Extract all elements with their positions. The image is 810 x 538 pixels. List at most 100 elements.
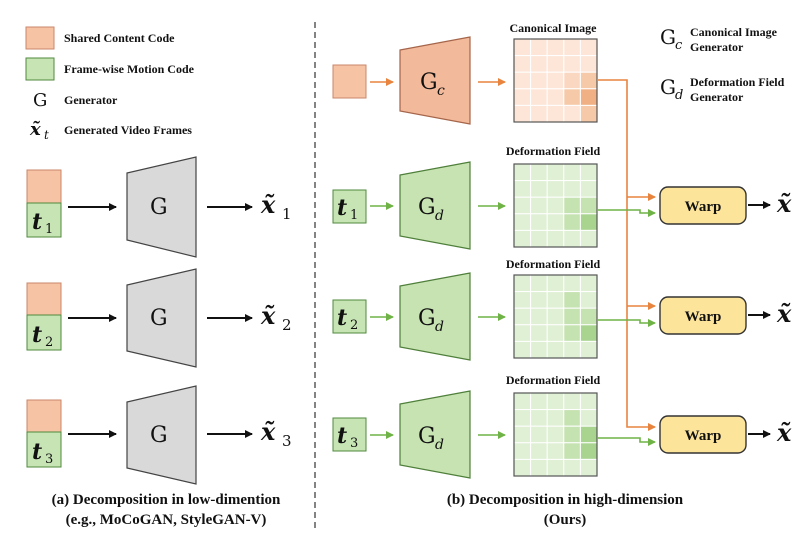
deformation-field-grid	[513, 392, 598, 477]
grid-cell	[563, 180, 581, 198]
panel-a-row-3: t 3 G x̃ 3	[26, 385, 292, 485]
motion-code-label: t	[337, 195, 347, 221]
generator-label: G	[150, 195, 168, 220]
motion-code-box	[332, 299, 367, 334]
panel-b-caption-2: (Ours)	[544, 512, 587, 528]
panel-a-caption-1: (a) Decomposition in low-dimention	[52, 492, 281, 508]
grid-cell	[530, 291, 548, 309]
grid-cell	[530, 55, 548, 73]
gd-sub: d	[435, 437, 444, 453]
grid-cell	[563, 392, 581, 411]
grid-cell	[563, 88, 581, 106]
grid-cell	[546, 196, 565, 215]
gd-sub: d	[435, 208, 444, 224]
motion-code-sub: 2	[350, 318, 358, 333]
grid-cell	[563, 274, 581, 293]
grid-cell	[579, 55, 598, 73]
gc-label: G	[420, 70, 438, 95]
grid-cell	[546, 104, 565, 123]
warp-block	[659, 296, 747, 335]
motion-code-box	[26, 202, 62, 238]
grid-cell	[563, 104, 581, 123]
grid-cell	[563, 425, 581, 444]
grid-cell	[563, 229, 581, 248]
grid-cell	[513, 274, 532, 293]
deformation-generator-block	[399, 390, 471, 479]
grid-cell	[513, 442, 532, 460]
grid-cell	[546, 392, 565, 411]
content-code-box	[26, 399, 62, 433]
generator-block	[126, 268, 197, 368]
grid-cell	[530, 229, 548, 248]
grid-border	[513, 163, 598, 248]
grid-cell	[546, 38, 565, 57]
grid-cell	[563, 55, 581, 73]
grid-cell	[579, 196, 598, 215]
grid-cell	[530, 409, 548, 427]
grid-cell	[530, 425, 548, 444]
deformation-row-2: Deformation Field t 2 G d Warp x̃	[332, 257, 792, 361]
grid-cell	[513, 458, 532, 477]
motion-code-box	[332, 189, 367, 224]
grid-cell	[563, 442, 581, 460]
grid-cell	[546, 55, 565, 73]
grid-cell	[546, 324, 565, 342]
grid-cell	[579, 442, 598, 460]
grid-cell	[530, 274, 548, 293]
grid-cell	[546, 229, 565, 248]
grid-cell	[579, 425, 598, 444]
grid-cell	[513, 229, 532, 248]
grid-cell	[579, 38, 598, 57]
arrow-green	[597, 437, 656, 446]
grid-cell	[579, 392, 598, 411]
grid-cell	[563, 324, 581, 342]
warp-label: Warp	[685, 199, 722, 215]
grid-cell	[530, 442, 548, 460]
motion-code-label: t	[337, 305, 347, 331]
grid-cell	[546, 274, 565, 293]
grid-cell	[579, 104, 598, 123]
grid-cell	[579, 274, 598, 293]
grid-cell	[579, 88, 598, 106]
motion-code-sub: 3	[350, 436, 358, 451]
deformation-field-grid	[513, 274, 598, 359]
grid-cell	[513, 392, 532, 411]
grid-cell	[546, 409, 565, 427]
panel-a-caption-2: (e.g., MoCoGAN, StyleGAN-V)	[66, 512, 267, 528]
panel-b-caption-1: (b) Decomposition in high-dimension	[447, 492, 684, 508]
gc-legend-sub: c	[675, 38, 683, 53]
grid-cell	[513, 55, 532, 73]
grid-cell	[579, 71, 598, 90]
content-code-box	[26, 169, 62, 204]
grid-cell	[530, 213, 548, 231]
panel-b: G c Canonical Image Deformation Field t …	[332, 21, 792, 528]
motion-code-label: t	[32, 439, 42, 465]
motion-code-sub: 3	[45, 452, 53, 467]
motion-code-box	[332, 417, 367, 452]
content-code-swatch	[25, 26, 55, 50]
grid-cell	[513, 196, 532, 215]
grid-cell	[579, 340, 598, 359]
grid-cell	[563, 409, 581, 427]
generator-block	[126, 156, 197, 258]
deformation-generator-block	[399, 161, 471, 250]
motion-code-box	[26, 431, 62, 468]
output-frame-label: x̃	[260, 190, 276, 219]
arrow-orange	[597, 79, 656, 431]
grid-cell	[546, 291, 565, 309]
gd-legend-sub: d	[675, 88, 683, 103]
motion-code-label: t	[32, 209, 42, 235]
warp-block	[659, 415, 747, 454]
grid-cell	[579, 409, 598, 427]
canonical-generator-block	[399, 36, 471, 125]
output-frame-label: x̃	[260, 301, 276, 330]
warp-block	[659, 186, 747, 225]
grid-cell	[513, 38, 532, 57]
grid-border	[513, 392, 598, 477]
grid-cell	[513, 425, 532, 444]
grid-cell	[546, 163, 565, 182]
canonical-row: G c Canonical Image	[332, 21, 598, 125]
output-frame-label: x̃	[776, 418, 792, 447]
